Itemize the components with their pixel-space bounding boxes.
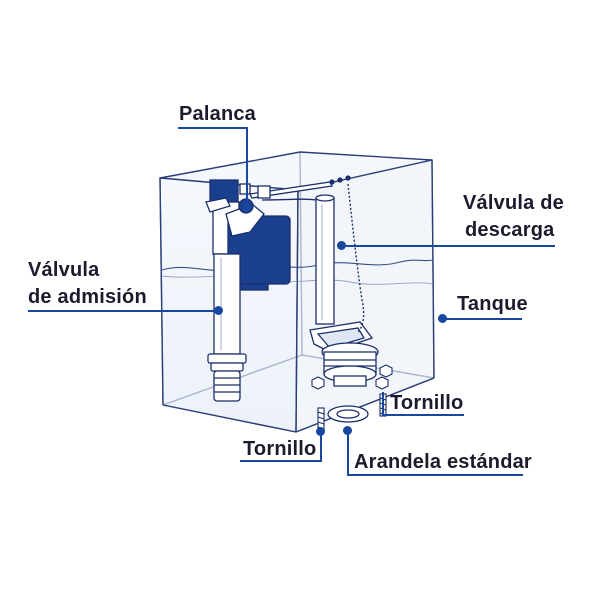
label-valvula-descarga-line1: Válvula de bbox=[463, 192, 564, 214]
label-palanca: Palanca bbox=[179, 103, 257, 125]
leader-tanque bbox=[442, 318, 522, 320]
leader-arandela-h bbox=[347, 474, 523, 476]
label-tornillo-left: Tornillo bbox=[243, 438, 317, 460]
leader-tanque-dot bbox=[438, 314, 447, 323]
label-tornillo-right: Tornillo bbox=[390, 392, 464, 414]
leader-admision bbox=[28, 310, 218, 312]
leader-palanca-dot bbox=[242, 203, 251, 212]
washer bbox=[327, 405, 369, 423]
lever-rod bbox=[249, 175, 351, 199]
flush-valve bbox=[261, 194, 379, 387]
label-tanque: Tanque bbox=[457, 293, 528, 315]
leader-arandela-v bbox=[347, 430, 349, 476]
leader-tornillo-left-dot bbox=[316, 427, 325, 436]
tank-bolts bbox=[311, 364, 393, 390]
label-arandela: Arandela estándar bbox=[354, 451, 532, 473]
leader-arandela-dot bbox=[343, 426, 352, 435]
leader-descarga-dot bbox=[337, 241, 346, 250]
flush-chain bbox=[347, 183, 365, 333]
leader-tornillo-right-h bbox=[382, 414, 464, 416]
leader-tornillo-left-v bbox=[320, 432, 322, 462]
leader-admision-dot bbox=[214, 306, 223, 315]
label-valvula-descarga-line2: descarga bbox=[465, 219, 555, 241]
leader-palanca-v bbox=[246, 127, 248, 207]
leader-descarga bbox=[341, 245, 555, 247]
label-valvula-admision-line1: Válvula bbox=[28, 259, 100, 281]
leader-tornillo-left-h bbox=[240, 460, 322, 462]
leader-palanca-h bbox=[178, 127, 248, 129]
fill-valve bbox=[205, 179, 291, 402]
leader-tornillo-right-v bbox=[382, 392, 384, 416]
label-valvula-admision-line2: de admisión bbox=[28, 286, 147, 308]
